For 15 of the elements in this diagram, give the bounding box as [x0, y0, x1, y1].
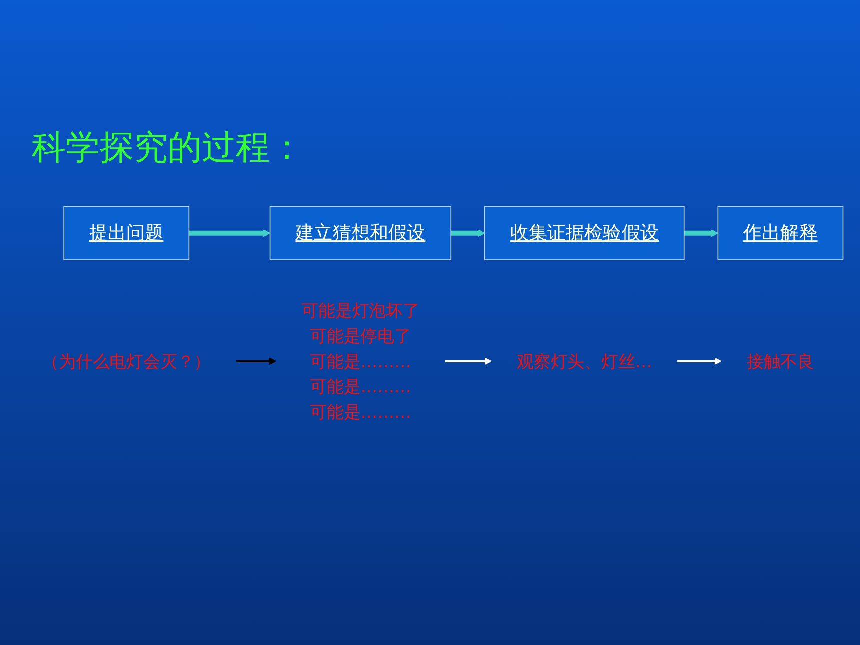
- arrow: [678, 358, 722, 366]
- node-text: 可能是灯泡坏了 可能是停电了 可能是……… 可能是……… 可能是………: [302, 300, 420, 422]
- arrow: [189, 230, 271, 238]
- arrow: [684, 230, 718, 238]
- node-text: （为什么电灯会灭？）: [42, 351, 212, 372]
- arrow: [445, 358, 492, 366]
- node-box: 建立猜想和假设: [270, 206, 452, 260]
- node-box: 收集证据检验假设: [484, 206, 685, 260]
- node-text: 观察灯头、灯丝…: [517, 351, 652, 372]
- node-box: 提出问题: [64, 206, 190, 260]
- arrow: [236, 358, 277, 366]
- node-box: 作出解释: [718, 206, 844, 260]
- title: 科学探究的过程：: [32, 127, 304, 170]
- node-text: 接触不良: [746, 351, 814, 372]
- arrow: [451, 230, 486, 238]
